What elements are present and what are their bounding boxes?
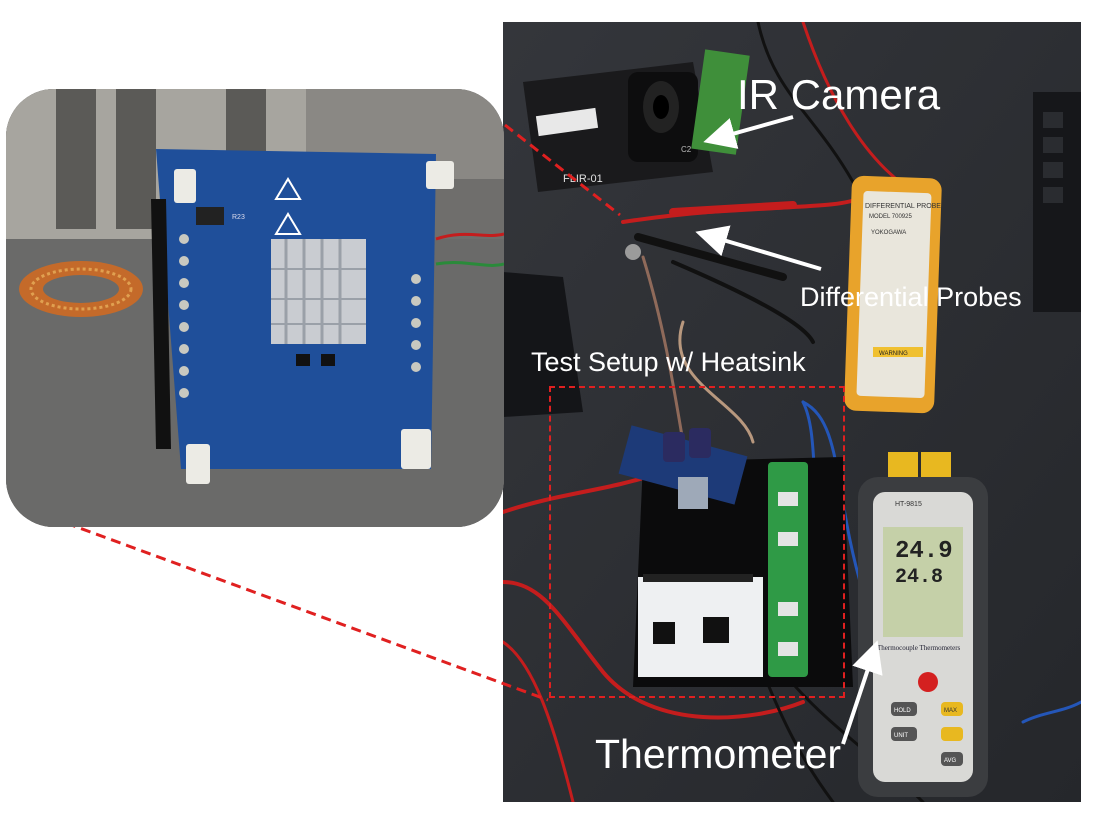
- ir-camera-label: IR Camera: [737, 71, 941, 118]
- thermocouple-thermometer: 24.9 24.8 HT-9815 Thermocouple Thermomet…: [858, 452, 988, 797]
- meter-btn-max: MAX: [944, 708, 957, 714]
- test-setup-label: Test Setup w/ Heatsink: [531, 347, 806, 377]
- power-supply-block: [503, 272, 583, 417]
- meter-reading-t2: 24.8: [895, 566, 943, 589]
- power-pcb: R23: [151, 149, 436, 469]
- probe-title: DIFFERENTIAL PROBE: [865, 203, 941, 210]
- heatsink: [678, 477, 708, 509]
- nylon-standoffs: [174, 161, 454, 484]
- board-ref: R23: [232, 214, 245, 221]
- probes-arrow: [695, 225, 822, 271]
- callout-line-top: [504, 123, 621, 217]
- test-bench-photo: FLIR-01 C2: [503, 22, 1081, 802]
- differential-probes-label: Differential Probes: [800, 282, 1022, 312]
- thermometer-arrow: [841, 640, 883, 745]
- converter-board: [618, 425, 748, 505]
- label-arrows: [695, 115, 883, 745]
- wires: [503, 22, 1081, 802]
- meter-brand: HT-9815: [895, 501, 922, 508]
- meter-btn-avg: AVG: [944, 758, 957, 764]
- probe-model: MODEL 700925: [869, 214, 912, 220]
- thermometer-label: Thermometer: [595, 731, 842, 777]
- probe-warning: WARNING: [879, 351, 908, 357]
- test-setup: [618, 425, 853, 687]
- camera-tag: FLIR-01: [563, 173, 603, 185]
- toroidal-inductor: [19, 261, 143, 317]
- ir-camera: FLIR-01 C2: [523, 62, 713, 192]
- meter-caption: Thermocouple Thermometers: [877, 644, 961, 652]
- differential-probe-unit: DIFFERENTIAL PROBE MODEL 700925 YOKOGAWA…: [844, 175, 942, 414]
- pcb-closeup-photo: R23: [6, 89, 504, 527]
- meter-btn-hold: HOLD: [894, 708, 911, 714]
- callout-line-bottom: [35, 510, 549, 702]
- test-bench-illustration: FLIR-01 C2: [503, 22, 1081, 802]
- pcb-closeup-illustration: R23: [6, 89, 504, 527]
- camera-model: C2: [681, 145, 692, 154]
- ir-camera-arrow: [703, 115, 794, 149]
- meter-reading-t1: 24.9: [895, 538, 953, 565]
- probe-brand: YOKOGAWA: [871, 230, 906, 236]
- meter-btn-unit: UNIT: [894, 733, 908, 739]
- driver-board: [768, 462, 808, 677]
- test-setup-highlight-box: [549, 386, 845, 698]
- probe-tips: [625, 201, 797, 281]
